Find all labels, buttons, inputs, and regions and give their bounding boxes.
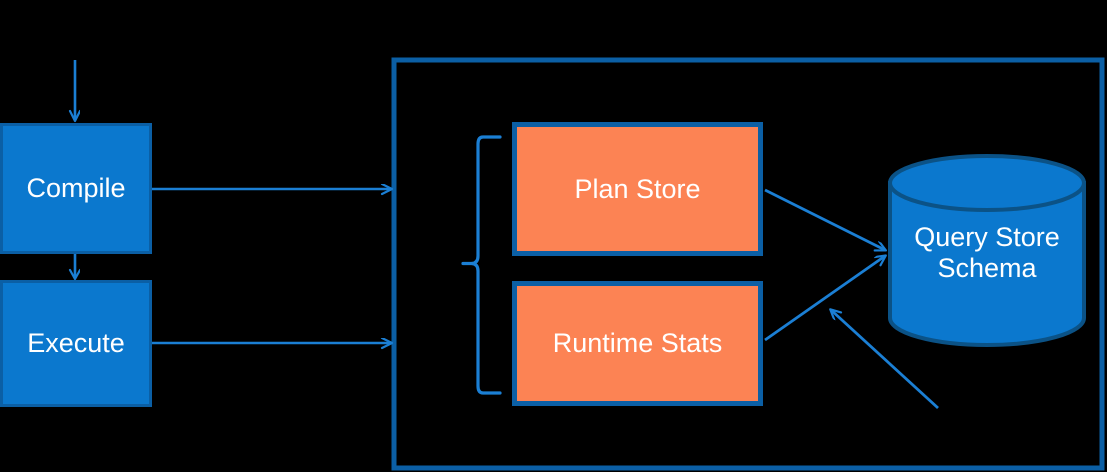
node-execute[interactable] [0,280,152,407]
connector-plan-store-to-schema [764,188,885,250]
query-store-container [391,57,1105,471]
node-compile[interactable] [0,123,152,254]
connector-external-to-schema [831,310,939,410]
node-runtime-stats[interactable] [512,281,763,406]
connector-runtime-stats-to-schema [764,256,885,342]
query-store-schema-cylinder [888,154,1086,347]
grouping-brace [470,135,502,395]
node-plan-store[interactable] [512,122,763,256]
